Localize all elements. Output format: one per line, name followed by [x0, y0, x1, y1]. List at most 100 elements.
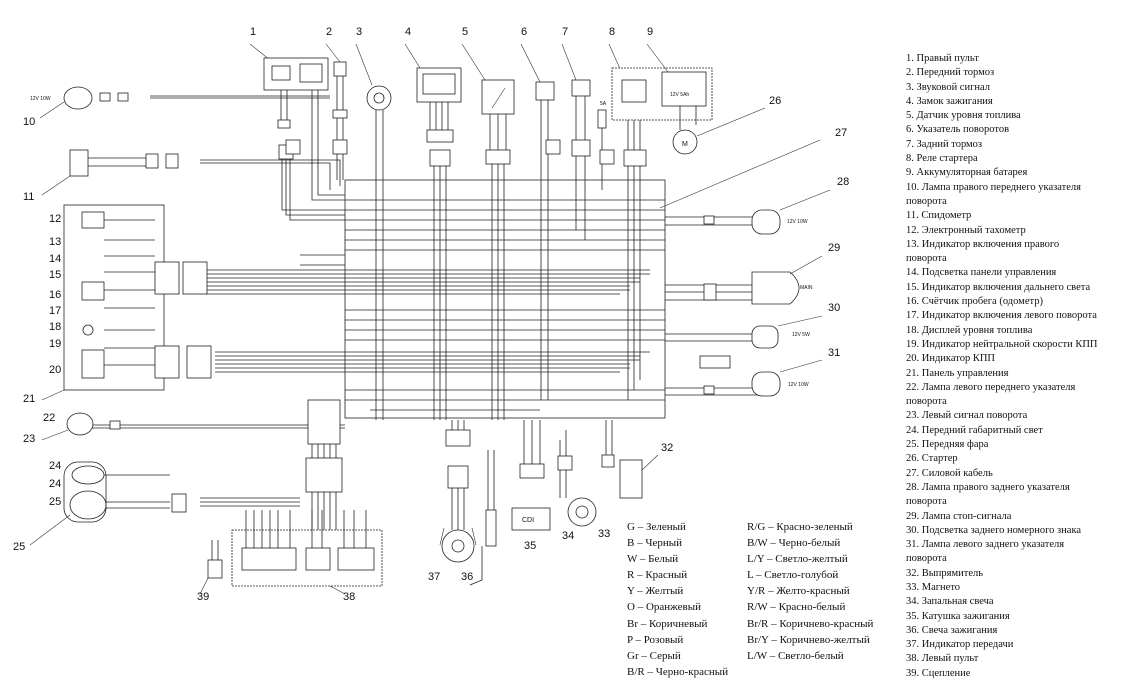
callout-number: 34 [562, 530, 574, 542]
legend-number: 16 [906, 296, 917, 308]
legend-name: Левый сигнал поворота [921, 410, 1028, 422]
callout-number: 1 [250, 26, 256, 38]
legend-name: Силовой кабель [921, 467, 993, 479]
svg-text:M: M [682, 141, 688, 148]
legend-number: 28 [906, 481, 917, 493]
callout-number: 25 [13, 541, 25, 553]
legend-number: 26 [906, 453, 917, 465]
legend-name: Индикатор передачи [921, 639, 1014, 651]
legend-name: Задний тормоз [916, 138, 983, 150]
legend-number: 21 [906, 367, 917, 379]
legend-item: 8. Реле стартера [906, 153, 978, 165]
callout-number: 19 [49, 338, 61, 350]
fuse: 5A [597, 101, 607, 190]
front-left-turn-lamp-22 [41, 412, 121, 441]
legend-item: 12. Электронный тахометр [906, 224, 1026, 236]
wire-color-entry: L – Светло-голубой [747, 569, 839, 582]
callout-number: 28 [837, 176, 849, 188]
wire-color-entry: L/W – Светло-белый [747, 649, 844, 662]
legend-item: 2. Передний тормоз [906, 67, 995, 79]
legend-item: 37. Индикатор передачи [906, 639, 1014, 651]
callout-number: 16 [49, 289, 61, 301]
callout-number: 3 [356, 26, 362, 38]
legend-number: 19 [906, 338, 917, 350]
wire-color-entry: R – Красный [627, 569, 688, 582]
legend-item: 28. Лампа правого заднего указателя пово… [906, 481, 1070, 508]
rear-right-turn-lamp-28: 12V 10W [703, 189, 831, 235]
callout-number: 15 [49, 269, 61, 281]
callout-number: 31 [828, 347, 840, 359]
callout-number: 7 [562, 26, 568, 38]
callout-number: 14 [49, 253, 61, 265]
legend-item: 4. Замок зажигания [906, 95, 993, 107]
legend-number: 4 [906, 95, 912, 107]
legend-name: Передний габаритный свет [921, 424, 1043, 436]
legend-name: Лампа стоп-сигнала [921, 510, 1012, 522]
legend-name: Дисплей уровня топлива [921, 324, 1033, 336]
legend-name: Выпрямитель [921, 567, 984, 579]
legend-name: Звуковой сигнал [916, 81, 991, 93]
legend-item: 29. Лампа стоп-сигнала [906, 510, 1012, 522]
legend-item: 33. Магнето [906, 581, 961, 593]
callout-number: 23 [23, 433, 35, 445]
legend-number: 27 [906, 467, 917, 479]
callout-number: 33 [598, 528, 610, 540]
wire-color-entry: Y – Желтый [627, 585, 684, 598]
wire-color-entry: Gr – Серый [627, 649, 681, 662]
legend-item: 16. Счётчик пробега (одометр) [906, 296, 1043, 308]
wire-color-entry: Br/Y – Коричнево-желтый [747, 633, 870, 646]
stop-lamp-29: MAIN [703, 255, 823, 305]
callout-number: 24 [49, 460, 61, 472]
rear-left-turn-lamp-31: 12V 10W [703, 359, 823, 397]
legend-number: 39 [906, 667, 917, 679]
legend-item: 22. Лампа левого переднего указателя пов… [906, 381, 1076, 408]
legend-name: Индикатор КПП [921, 353, 995, 365]
legend-name: Лампа левого переднего указателя поворот… [906, 381, 1076, 408]
callout-number: 17 [49, 305, 61, 317]
turn-indicator-6 [520, 43, 555, 400]
legend-name: Передняя фара [921, 439, 989, 451]
instrument-panel-21 [41, 204, 212, 401]
power-cable-leader [659, 139, 821, 209]
legend-name: Спидометр [921, 210, 972, 222]
callout-number: 37 [428, 571, 440, 583]
lamp-31-rating: 12V 10W [788, 382, 809, 388]
legend-item: 35. Катушка зажигания [906, 610, 1010, 622]
license-plate-lamp-30: 12V 5W [699, 315, 823, 369]
callout-number: 9 [647, 26, 653, 38]
ignition-switch-4 [404, 43, 462, 420]
legend-item: 34. Запальная свеча [906, 596, 994, 608]
wire-color-entry: B/W – Черно-белый [747, 537, 841, 550]
callout-number: 21 [23, 393, 35, 405]
wire-color-entry: G – Зеленый [627, 521, 686, 533]
callout-number: 25 [49, 496, 61, 508]
harness-connectors [285, 139, 615, 530]
legend-number: 5 [906, 110, 912, 122]
legend-name: Индикатор включения дальнего света [921, 281, 1091, 293]
legend-number: 31 [906, 539, 917, 551]
callout-number: 29 [828, 242, 840, 254]
legend-number: 36 [906, 624, 917, 636]
callout-number: 6 [521, 26, 527, 38]
legend-name: Лампа правого переднего указателя поворо… [906, 181, 1081, 207]
legend-item: 17. Индикатор включения левого поворота [906, 310, 1097, 322]
legend-name: Индикатор включения левого поворота [921, 310, 1097, 322]
callout-number: 18 [49, 321, 61, 333]
legend-item: 27. Силовой кабель [906, 467, 993, 479]
callout-number: 5 [462, 26, 468, 38]
legend-item: 26. Стартер [906, 453, 958, 465]
legend-number: 30 [906, 524, 917, 536]
legend-name: Стартер [921, 453, 958, 465]
legend-number: 29 [906, 510, 917, 522]
legend-number: 25 [906, 439, 917, 451]
callout-number: 39 [197, 591, 209, 603]
battery-rating: 12V 5Ah [670, 92, 689, 98]
legend-name: Счётчик пробега (одометр) [921, 296, 1043, 308]
legend-number: 20 [906, 353, 917, 365]
fuse-rating: 5A [600, 101, 607, 107]
legend-name: Реле стартера [916, 153, 978, 165]
legend-name: Замок зажигания [916, 95, 993, 107]
legend-name: Подсветка заднего номерного знака [921, 524, 1082, 536]
